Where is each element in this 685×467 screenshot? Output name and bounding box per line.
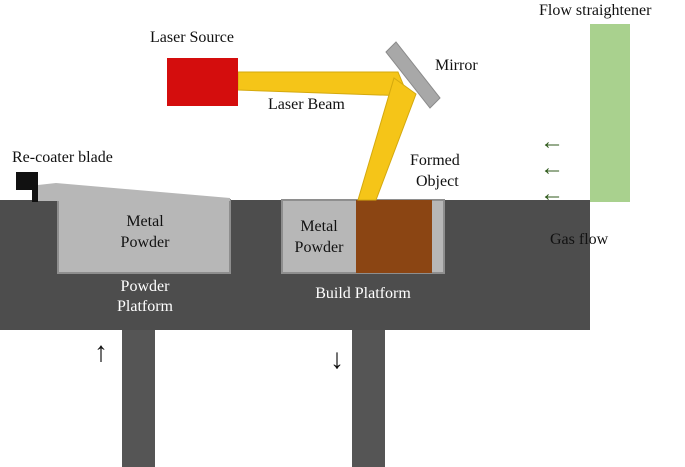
- laser-beam-label: Laser Beam: [268, 96, 345, 113]
- metal-powder-right-label-line2: Powder: [294, 239, 344, 256]
- recoater-blade: [16, 172, 38, 202]
- metal-powder-left-label-line2: Powder: [120, 234, 170, 251]
- formed-object-label-line2: Object: [416, 173, 459, 190]
- laser-beam-horizontal: [237, 71, 409, 97]
- formed-object: [356, 200, 432, 273]
- build-piston: [352, 330, 385, 467]
- metal-powder-left-label-line1: Metal: [126, 213, 164, 230]
- powder-platform-label-line1: Powder: [120, 278, 170, 295]
- powder-bed-left: [57, 199, 231, 274]
- gas-flow-arrow-1: ←: [540, 129, 564, 155]
- build-platform-label: Build Platform: [315, 285, 411, 302]
- formed-object-label-line1: Formed: [410, 152, 460, 169]
- flow-straightener: [590, 24, 630, 202]
- gas-flow-label: Gas flow: [550, 231, 609, 248]
- recoater-blade-label: Re-coater blade: [12, 149, 113, 166]
- mirror-label: Mirror: [435, 57, 478, 74]
- powder-piston-up-arrow: ↑: [94, 337, 108, 368]
- powder-platform-label-line2: Platform: [117, 298, 173, 315]
- flow-straightener-label: Flow straightener: [539, 2, 652, 19]
- laser-beam-vertical: [357, 77, 417, 201]
- gas-flow-arrow-2: ←: [540, 155, 564, 181]
- laser-source: [167, 58, 238, 106]
- build-piston-down-arrow: ↓: [330, 344, 344, 375]
- powder-piston: [122, 330, 155, 467]
- laser-source-label: Laser Source: [150, 29, 234, 46]
- mirror: [385, 41, 441, 109]
- metal-powder-right-label-line1: Metal: [300, 218, 338, 235]
- powder-layer: [38, 183, 230, 201]
- gas-flow-arrow-3: ←: [540, 181, 564, 207]
